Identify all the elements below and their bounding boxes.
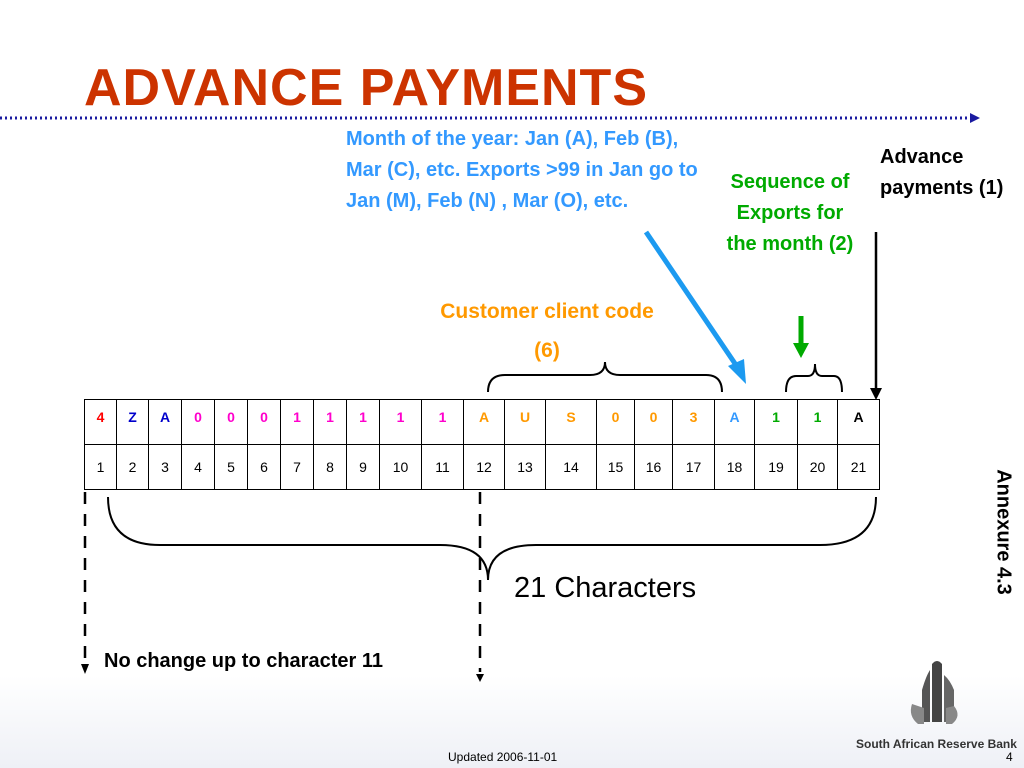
char-cell-16: 0 bbox=[634, 399, 673, 445]
month-annotation: Month of the year: Jan (A), Feb (B), Mar… bbox=[346, 128, 698, 212]
char-cell-6: 0 bbox=[247, 399, 281, 445]
char-cell-7: 1 bbox=[280, 399, 314, 445]
char-cell-13: U bbox=[504, 399, 546, 445]
position-cell-20: 20 bbox=[797, 444, 838, 490]
updated-date: Updated 2006-11-01 bbox=[448, 750, 558, 764]
sequence-arrowhead bbox=[793, 343, 809, 358]
month-arrowhead bbox=[728, 359, 746, 384]
position-cell-7: 7 bbox=[280, 444, 314, 490]
char-cell-15: 0 bbox=[596, 399, 635, 445]
page-number: 4 bbox=[1006, 750, 1013, 764]
char-cell-5: 0 bbox=[214, 399, 248, 445]
sequence-brace bbox=[785, 363, 843, 393]
char-cell-21: A bbox=[837, 399, 880, 445]
slide-title: ADVANCE PAYMENTS bbox=[84, 59, 649, 117]
characters-count-label: 21 Characters bbox=[514, 572, 697, 604]
position-cell-13: 13 bbox=[504, 444, 546, 490]
position-cell-2: 2 bbox=[116, 444, 149, 490]
customer-brace bbox=[487, 361, 723, 393]
no-change-label: No change up to character 11 bbox=[104, 650, 383, 672]
char-cell-1: 4 bbox=[84, 399, 117, 445]
char-cell-2: Z bbox=[116, 399, 149, 445]
char-cell-3: A bbox=[148, 399, 182, 445]
position-cell-11: 11 bbox=[421, 444, 464, 490]
position-cell-14: 14 bbox=[545, 444, 597, 490]
position-cell-17: 17 bbox=[672, 444, 715, 490]
bank-name: South African Reserve Bank bbox=[856, 737, 1017, 751]
position-cell-10: 10 bbox=[379, 444, 422, 490]
position-cell-9: 9 bbox=[346, 444, 380, 490]
dashed-middle-arrowhead bbox=[476, 674, 484, 682]
customer-annotation: Customer client code (6) bbox=[440, 300, 654, 362]
position-cell-21: 21 bbox=[837, 444, 880, 490]
position-cell-12: 12 bbox=[463, 444, 505, 490]
position-cell-19: 19 bbox=[754, 444, 798, 490]
char-cell-20: 1 bbox=[797, 399, 838, 445]
char-cell-14: S bbox=[545, 399, 597, 445]
sequence-annotation: Sequence of Exports for the month (2) bbox=[726, 171, 854, 255]
char-cell-8: 1 bbox=[313, 399, 347, 445]
divider-arrowhead bbox=[970, 113, 980, 123]
position-cell-1: 1 bbox=[84, 444, 117, 490]
annexure-label: Annexure 4.3 bbox=[992, 469, 1015, 595]
position-cell-4: 4 bbox=[181, 444, 215, 490]
advance-annotation: Advance payments (1) bbox=[880, 146, 1004, 199]
position-cell-6: 6 bbox=[247, 444, 281, 490]
char-cell-4: 0 bbox=[181, 399, 215, 445]
char-cell-10: 1 bbox=[379, 399, 422, 445]
char-cell-19: 1 bbox=[754, 399, 798, 445]
month-arrow bbox=[643, 230, 741, 370]
char-cell-18: A bbox=[714, 399, 755, 445]
bank-logo-icon bbox=[910, 661, 958, 724]
position-cell-15: 15 bbox=[596, 444, 635, 490]
char-cell-11: 1 bbox=[421, 399, 464, 445]
char-cell-9: 1 bbox=[346, 399, 380, 445]
char-cell-17: 3 bbox=[672, 399, 715, 445]
position-cell-3: 3 bbox=[148, 444, 182, 490]
position-cell-8: 8 bbox=[313, 444, 347, 490]
position-cell-18: 18 bbox=[714, 444, 755, 490]
position-cell-16: 16 bbox=[634, 444, 673, 490]
dashed-left-arrowhead bbox=[81, 664, 89, 674]
char-cell-12: A bbox=[463, 399, 505, 445]
position-cell-5: 5 bbox=[214, 444, 248, 490]
characters-brace bbox=[107, 496, 877, 581]
advance-arrowhead bbox=[870, 388, 882, 400]
